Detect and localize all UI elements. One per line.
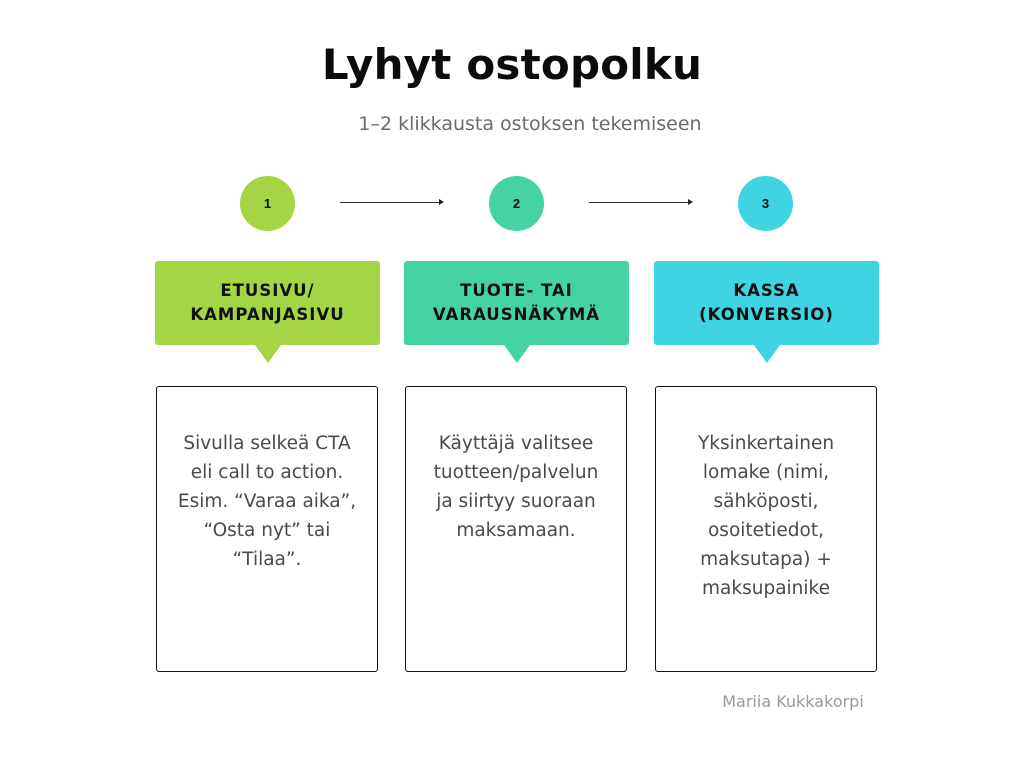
step-2-label: TUOTE- TAI VARAUSNÄKYMÄ <box>432 281 601 324</box>
step-2-circle: 2 <box>489 176 544 231</box>
pointer-down-icon <box>254 345 281 363</box>
step-3-label: KASSA (KONVERSIO) <box>699 281 834 324</box>
pointer-down-icon <box>753 345 780 363</box>
page-title: Lyhyt ostopolku <box>321 40 703 89</box>
page-subtitle: 1–2 klikkausta ostoksen tekemiseen <box>358 113 702 135</box>
arrow-right-icon <box>340 199 444 205</box>
step-2-description-card: Käyttäjä valitsee tuotteen/palvelun ja s… <box>405 386 627 672</box>
step-3-number: 3 <box>761 196 770 211</box>
pointer-down-icon <box>503 345 530 363</box>
step-1-header: ETUSIVU/ KAMPANJASIVU <box>155 261 380 363</box>
step-3-circle: 3 <box>738 176 793 231</box>
step-3-header: KASSA (KONVERSIO) <box>654 261 879 363</box>
step-2-header: TUOTE- TAI VARAUSNÄKYMÄ <box>404 261 629 363</box>
step-1-label: ETUSIVU/ KAMPANJASIVU <box>190 281 345 324</box>
step-2-number: 2 <box>512 196 521 211</box>
author-credit: Mariia Kukkakorpi <box>722 692 864 711</box>
step-1-circle: 1 <box>240 176 295 231</box>
step-1-number: 1 <box>263 196 272 211</box>
step-1-description-card: Sivulla selkeä CTA eli call to action. E… <box>156 386 378 672</box>
arrow-right-icon <box>589 199 693 205</box>
step-3-description-card: Yksinkertainen lomake (nimi, sähköposti,… <box>655 386 877 672</box>
